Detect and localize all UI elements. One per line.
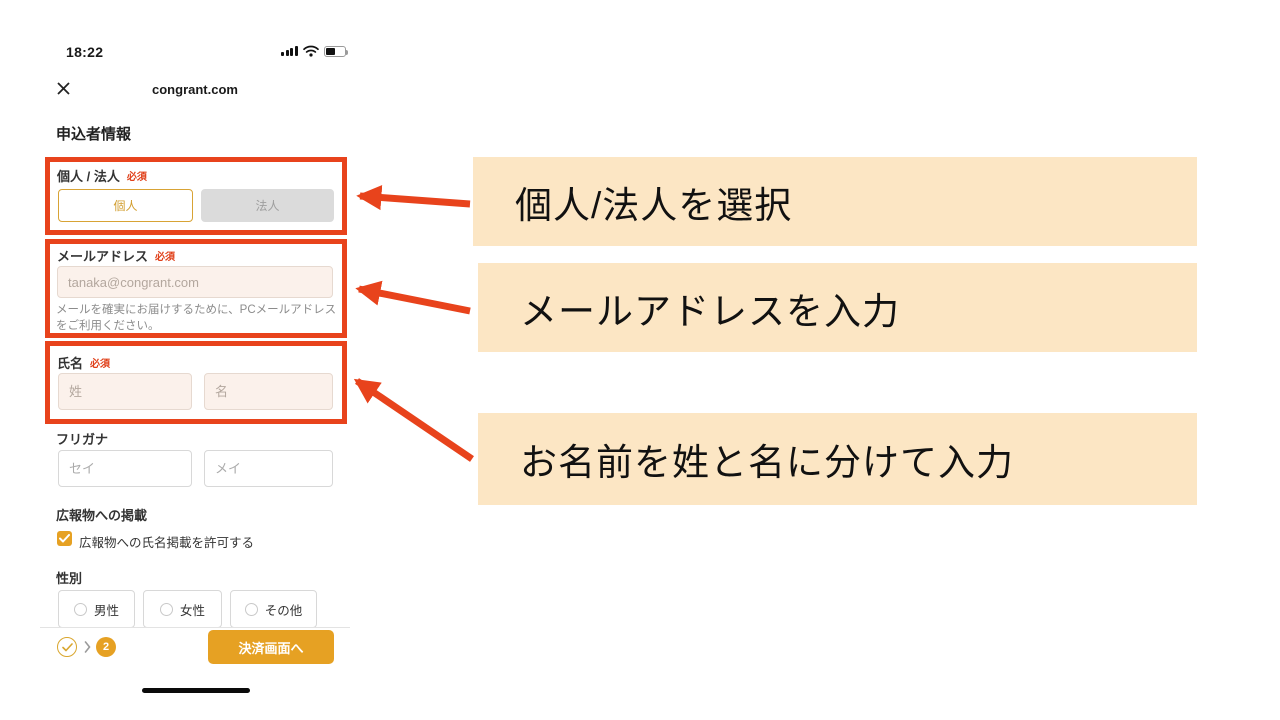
required-badge: 必須 — [126, 172, 147, 183]
required-badge: 必須 — [155, 252, 176, 263]
gender-option-other[interactable]: その他 — [230, 590, 317, 628]
battery-icon — [323, 45, 348, 57]
wifi-icon — [302, 45, 319, 57]
publication-checkbox-label: 広報物への氏名掲載を許可する — [79, 536, 255, 550]
gender-option-male[interactable]: 男性 — [58, 590, 135, 628]
last-name-input[interactable] — [58, 373, 192, 410]
furigana-last-input[interactable] — [58, 450, 192, 487]
publication-checkbox[interactable] — [57, 531, 72, 546]
status-time: 18:22 — [66, 44, 104, 60]
home-indicator — [142, 688, 250, 693]
callout-email: メールアドレスを入力 — [478, 263, 1197, 352]
browser-title: congrant.com — [152, 82, 238, 97]
page-title: 申込者情報 — [56, 126, 132, 143]
entity-type-label: 個人 / 法人 必須 — [57, 169, 147, 184]
publication-label: 広報物への掲載 — [56, 508, 148, 523]
step-1-complete-icon[interactable] — [57, 637, 77, 657]
first-name-input[interactable] — [204, 373, 333, 410]
submit-button[interactable]: 決済画面へ — [208, 630, 334, 664]
radio-icon — [73, 602, 87, 616]
gender-label: 性別 — [56, 571, 83, 586]
arrow-name — [353, 378, 474, 462]
radio-icon — [244, 602, 258, 616]
chevron-right-icon — [84, 641, 91, 653]
status-icons — [281, 45, 348, 57]
check-icon — [59, 534, 70, 543]
arrow-email — [355, 280, 471, 315]
furigana-first-input[interactable] — [204, 450, 333, 487]
step-2-badge[interactable]: 2 — [96, 637, 116, 657]
callout-name: お名前を姓と名に分けて入力 — [478, 413, 1197, 505]
gender-option-female[interactable]: 女性 — [143, 590, 222, 628]
entity-type-option-individual[interactable]: 個人 — [58, 189, 193, 222]
name-label: 氏名 必須 — [57, 356, 111, 371]
required-badge: 必須 — [90, 359, 111, 370]
email-helper-text: メールを確実にお届けするために、PCメールアドレスをご利用ください。 — [56, 304, 337, 332]
close-icon[interactable] — [56, 81, 71, 96]
arrow-entity-type — [356, 184, 471, 211]
email-input[interactable] — [57, 266, 333, 298]
furigana-label: フリガナ — [56, 432, 109, 447]
radio-icon — [159, 602, 173, 616]
signal-icon — [281, 46, 298, 56]
callout-entity-type: 個人/法人を選択 — [473, 157, 1197, 246]
email-label: メールアドレス 必須 — [57, 249, 176, 264]
entity-type-option-corporate[interactable]: 法人 — [201, 189, 334, 222]
